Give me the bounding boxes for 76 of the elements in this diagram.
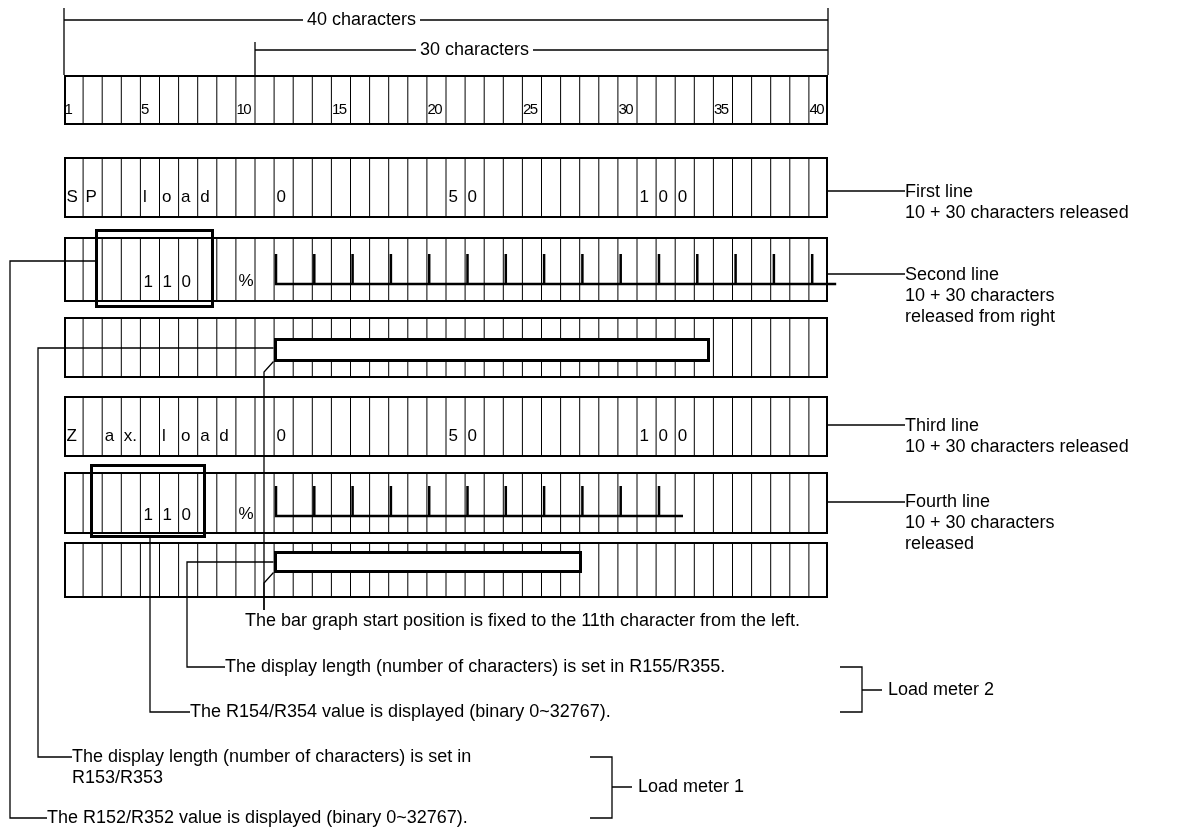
cell-character: P [85, 187, 97, 207]
cell-character: 10 [236, 99, 251, 119]
cell-character: 35 [713, 99, 728, 119]
cell-character: S [66, 187, 78, 207]
leader-line [149, 537, 191, 713]
annotation-text: The display length (number of characters) is set in R155/R355. [225, 656, 726, 677]
cell-character: x. [123, 426, 138, 446]
cell-character: a [200, 426, 210, 446]
cell-character: o [181, 426, 191, 446]
cell-character: 5 [448, 426, 458, 446]
cell-character: d [219, 426, 229, 446]
row-label-title: First line [905, 181, 973, 202]
cell-character: 1 [639, 426, 649, 446]
cell-character: 0 [276, 187, 287, 207]
cell-character: 0 [467, 426, 478, 446]
cell-character: 1 [143, 271, 153, 292]
cell-character: 5 [140, 99, 148, 119]
cell-character: 1 [162, 271, 172, 292]
character-row [64, 472, 828, 534]
cell-character: % [238, 504, 254, 524]
leader-line [9, 260, 96, 819]
cell-character: 0 [658, 187, 669, 207]
cell-character: 1 [162, 504, 172, 525]
row-label-title: Fourth line [905, 491, 991, 512]
cell-character: 0 [467, 187, 478, 207]
cell-character: a [104, 426, 115, 446]
cell-character: 5 [448, 187, 458, 207]
group-label: Load meter 1 [638, 776, 745, 797]
row-label-text: 10 + 30 characters released [905, 202, 1129, 223]
cell-character: 0 [677, 426, 688, 446]
leader-line [827, 424, 906, 426]
cell-character: 0 [677, 187, 688, 207]
row-label-text: 10 + 30 characters released from right [905, 285, 1057, 327]
cell-character: 30 [618, 99, 633, 119]
annotation-text: The R154/R354 value is displayed (binary 0~32767). [190, 701, 611, 722]
cell-character: l [162, 426, 166, 446]
cell-character: Z [66, 426, 77, 446]
cell-character: 20 [427, 99, 442, 119]
character-row [64, 157, 828, 218]
leader-line [827, 273, 906, 275]
bar-graph [273, 337, 710, 362]
leader-line [827, 501, 906, 503]
leader-line [263, 571, 275, 611]
row-label-text: 10 + 30 characters released [905, 436, 1129, 457]
cell-character: o [162, 187, 172, 207]
leader-line [186, 561, 275, 668]
character-row [64, 75, 828, 125]
cell-character: 0 [658, 426, 669, 446]
character-row [64, 317, 828, 378]
cell-character: 0 [181, 271, 192, 292]
cell-character: 25 [522, 99, 537, 119]
cell-character: 40 [809, 99, 824, 119]
annotation-text: The display length (number of characters) is set in R153/R353 [72, 746, 473, 788]
cell-character: l [142, 187, 147, 207]
group-label: Load meter 2 [888, 679, 995, 700]
annotation-text: The bar graph start position is fixed to the 11th character from the left. [245, 610, 800, 631]
cell-character: % [238, 271, 254, 291]
cell-character: 1 [143, 504, 153, 525]
leader-line [37, 347, 275, 758]
cell-character: 1 [639, 187, 649, 207]
cell-character: 0 [181, 504, 192, 525]
character-row [64, 396, 828, 457]
character-row [64, 542, 828, 598]
cell-character: 0 [276, 426, 287, 446]
annotation-text: The R152/R352 value is displayed (binary 0~32767). [47, 807, 468, 828]
row-label-text: 10 + 30 characters released [905, 512, 1056, 554]
row-label-title: Second line [905, 264, 1000, 285]
bar-graph [273, 550, 582, 573]
cell-character: a [181, 187, 191, 207]
cell-character: d [200, 187, 210, 207]
row-label-title: Third line [905, 415, 980, 436]
cell-character: 1 [64, 99, 72, 119]
cell-character: 15 [331, 99, 346, 119]
leader-line [827, 190, 906, 192]
highlight-frame [90, 464, 206, 538]
highlight-frame [95, 229, 214, 308]
